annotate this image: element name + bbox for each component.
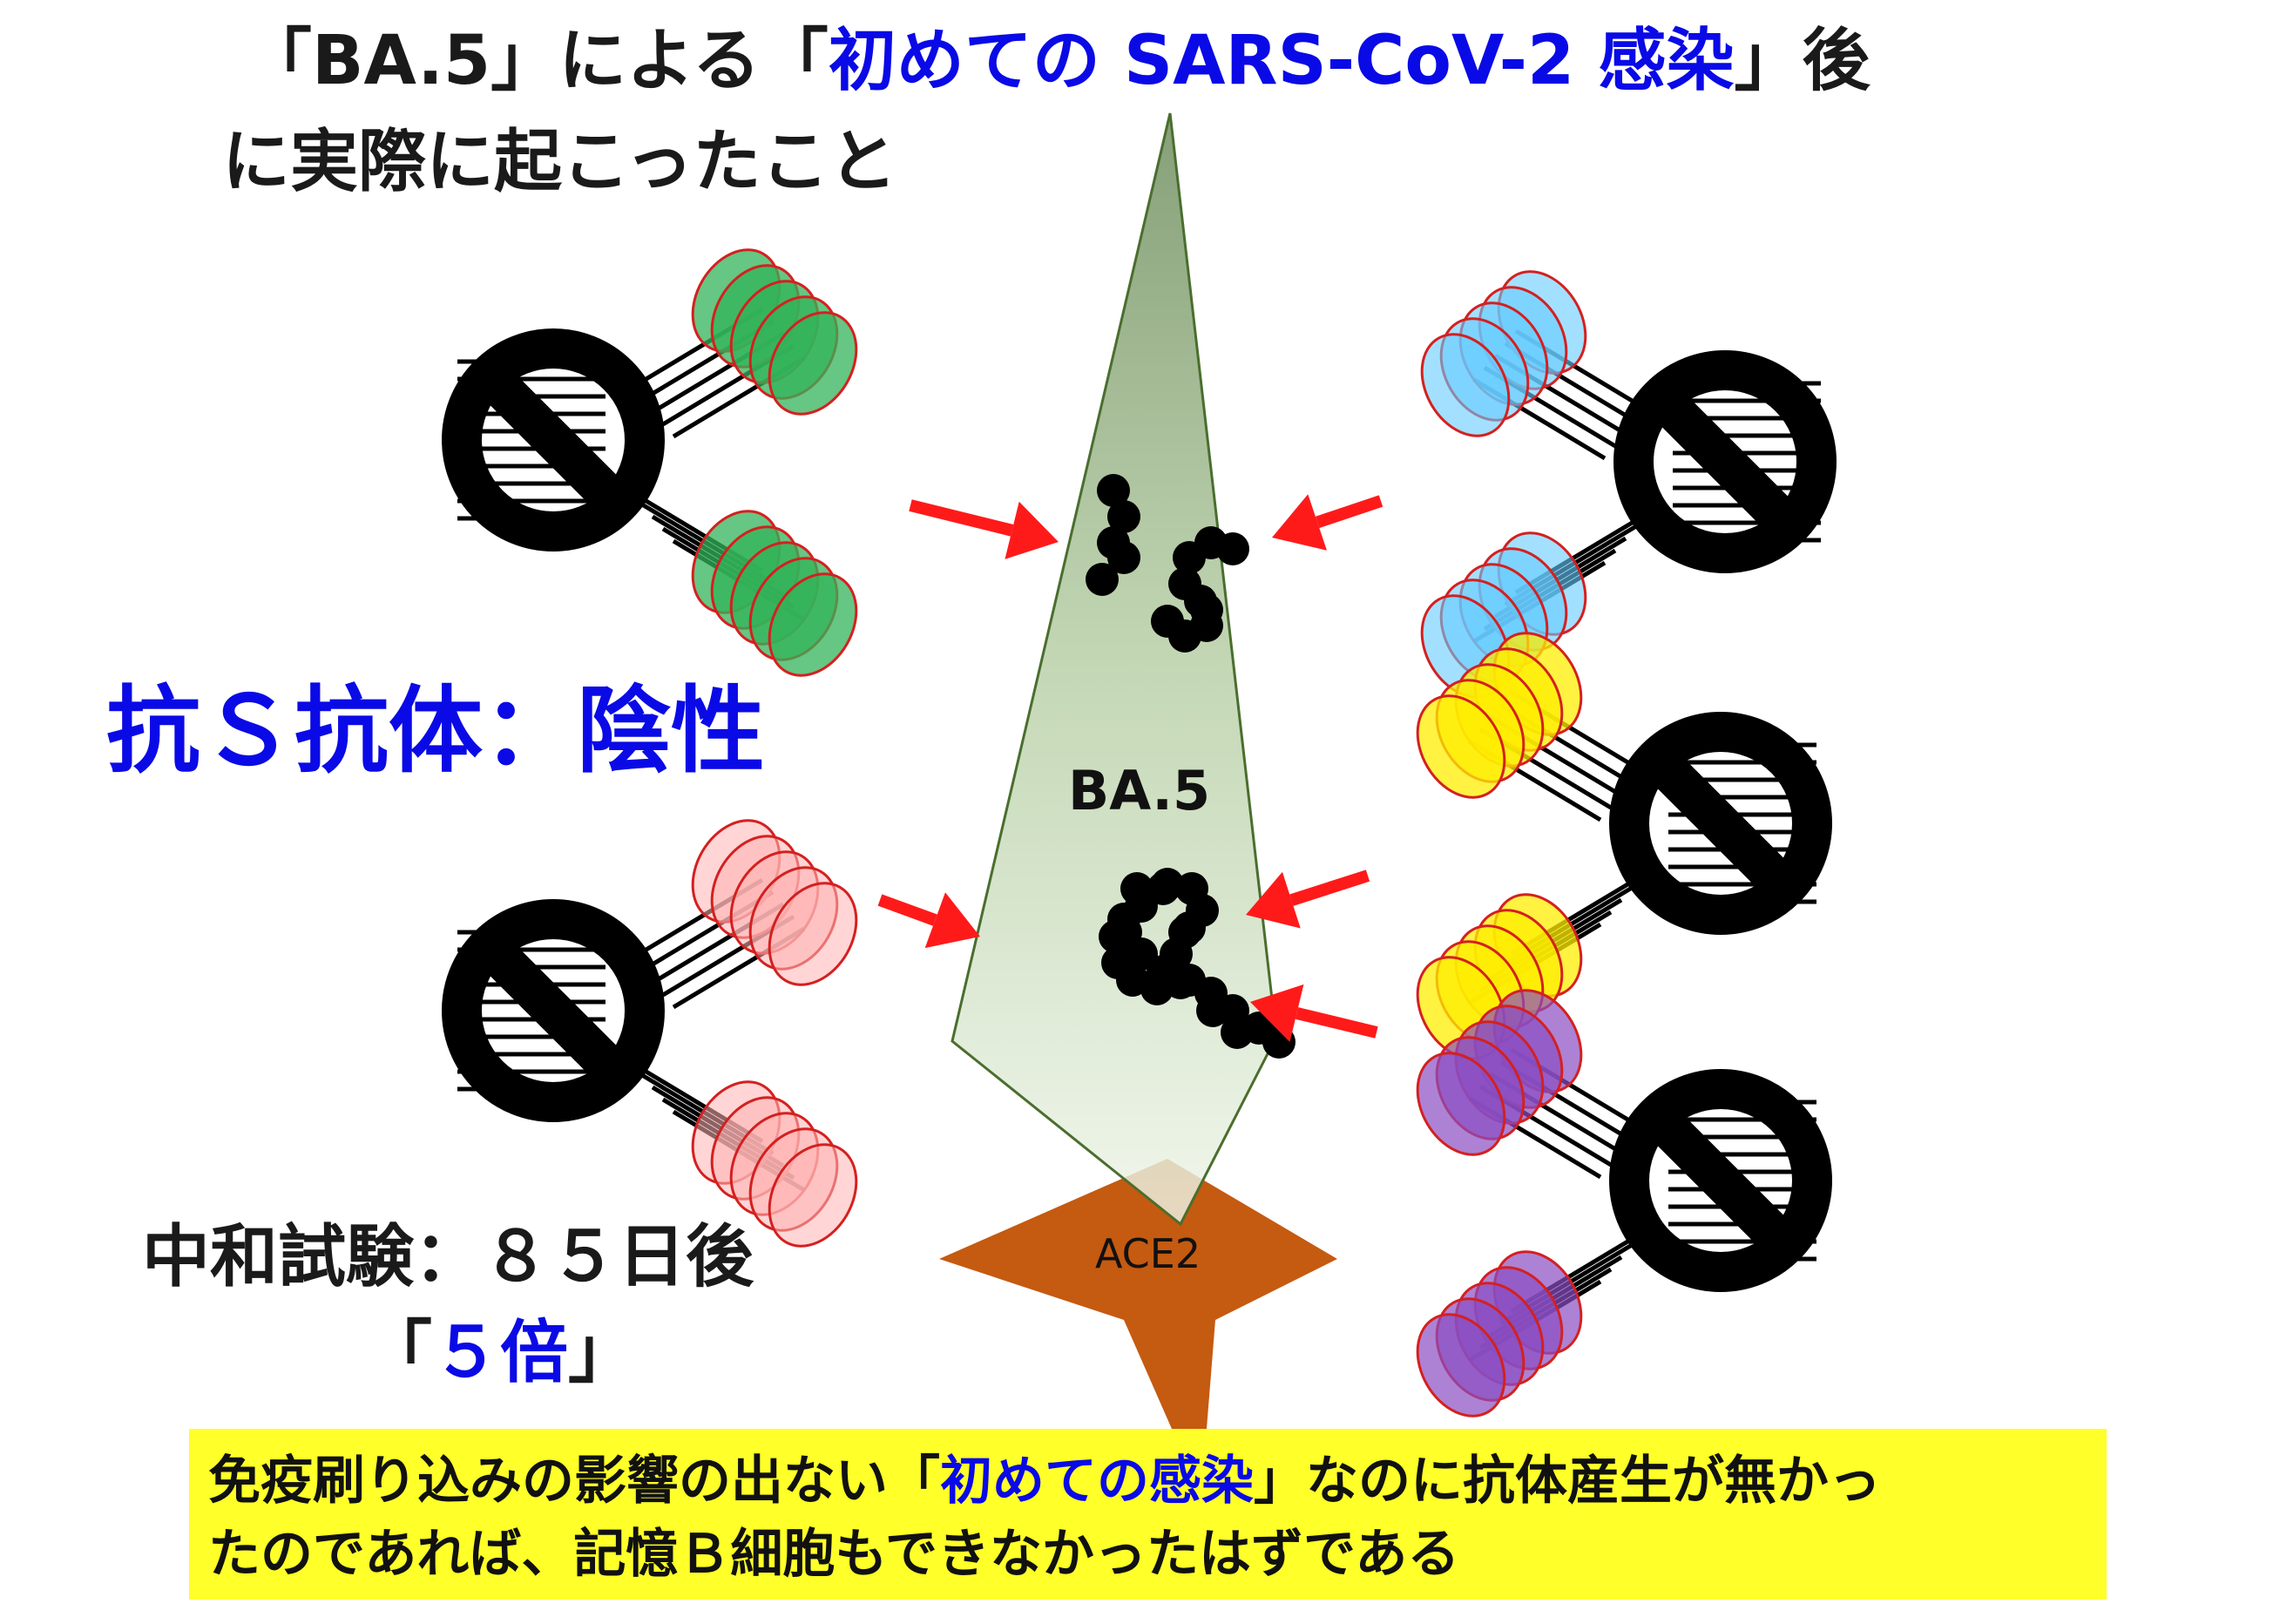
- epitope-dot: [1107, 500, 1140, 533]
- epitope-dot: [1147, 955, 1180, 988]
- epitope-chains: [1086, 474, 1295, 1059]
- ba5-spike-shape: [950, 112, 1278, 1227]
- epitope-dot: [1107, 541, 1140, 574]
- antibody-icon: [1416, 632, 1832, 1060]
- red-arrow-icon: [909, 499, 1059, 559]
- prohibition-icon: [442, 328, 665, 551]
- epitope-dot: [1097, 474, 1130, 507]
- antibody-icon: [1416, 989, 1832, 1418]
- red-arrow-icon: [1246, 870, 1370, 929]
- neutralization-fold: 「５倍」: [364, 1314, 637, 1392]
- conclusion-line-2: たのであれば、記憶Ｂ細胞もできなかったはずである: [208, 1524, 1460, 1585]
- epitope-dot: [1168, 916, 1201, 949]
- epitope-dot: [1120, 872, 1153, 905]
- epitope-dot: [1151, 605, 1184, 638]
- epitope-dot: [1173, 541, 1206, 574]
- receptor-label: ACE2: [1095, 1230, 1201, 1277]
- red-arrows: [877, 494, 1383, 1042]
- epitope-dot: [1151, 868, 1184, 901]
- epitope-dot: [1086, 563, 1119, 596]
- red-arrow-icon: [1250, 984, 1378, 1042]
- title-highlight: 初めての SARS-CoV-2 感染: [828, 22, 1735, 100]
- prohibition-icon: [1613, 350, 1837, 573]
- epitope-dot: [1196, 994, 1229, 1027]
- conclusion-note: 免疫刷り込みの影響の出ない「初めての感染」なのに抗体産生が無かっ たのであれば、…: [189, 1429, 2107, 1600]
- prohibition-icon: [1609, 1069, 1832, 1292]
- prohibition-icon: [1609, 712, 1832, 935]
- antibody-icon: [442, 248, 858, 677]
- ace2-receptor-icon: [939, 1159, 1337, 1429]
- epitope-dot: [1190, 593, 1223, 626]
- antibody-groups: [442, 248, 1837, 1418]
- prohibition-icon: [442, 899, 665, 1122]
- epitope-dot: [1221, 1016, 1254, 1049]
- red-arrow-icon: [877, 892, 980, 949]
- red-arrow-icon: [1272, 494, 1383, 551]
- title-line-1: 「BA.5」による「初めての SARS-CoV-2 感染」後: [244, 22, 1870, 100]
- antibody-icon: [442, 819, 858, 1248]
- conclusion-line-1: 免疫刷り込みの影響の出ない「初めての感染」なのに抗体産生が無かっ: [208, 1451, 1881, 1512]
- virus-label: BA.5: [1068, 759, 1211, 822]
- antibody-result-label: 抗Ｓ抗体：陰性: [106, 677, 766, 786]
- antibody-icon: [1420, 270, 1837, 699]
- title-line-2: に実際に起こったこと: [222, 123, 897, 201]
- neutralization-test-label: 中和試験：８５日後: [142, 1218, 754, 1296]
